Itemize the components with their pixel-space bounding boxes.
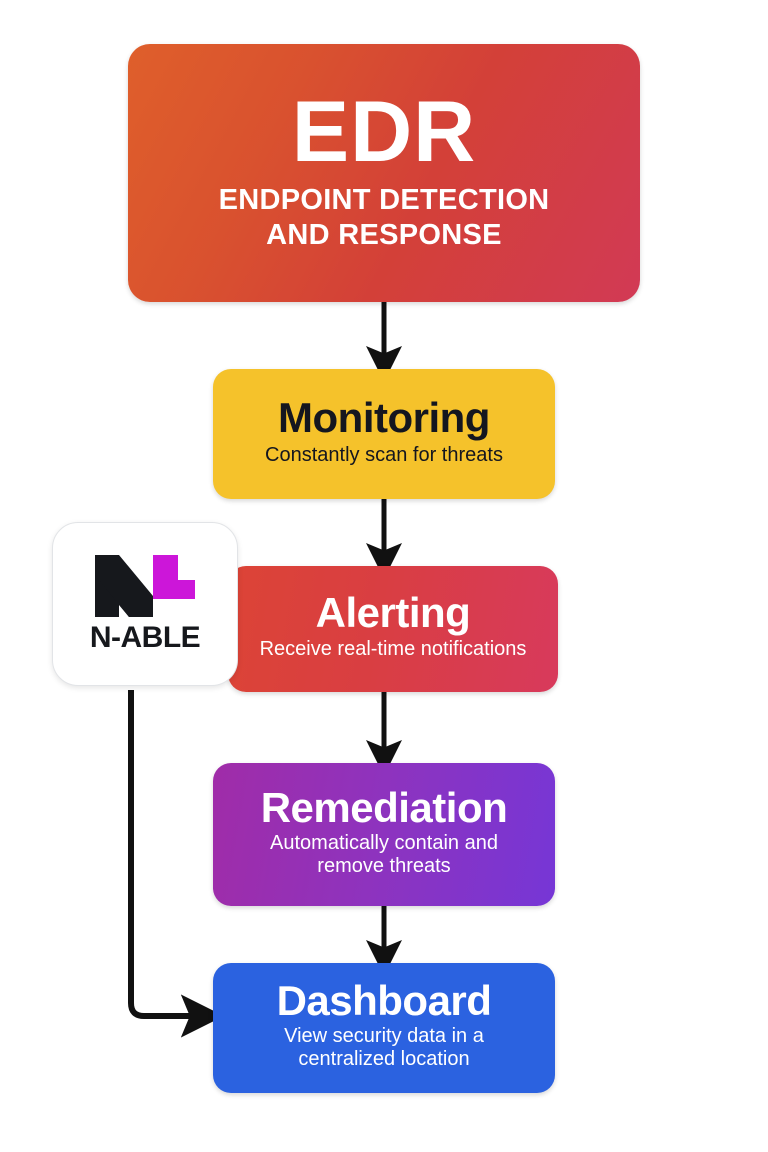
dashboard-subtitle-line-1: View security data in a (284, 1025, 484, 1048)
node-alerting[interactable]: Alerting Receive real-time notifications (228, 566, 558, 692)
dashboard-title: Dashboard (276, 977, 492, 1025)
node-dashboard[interactable]: Dashboard View security data in a centra… (213, 963, 555, 1093)
brand-card-n-able[interactable]: N-ABLE (52, 522, 238, 686)
logo-accent-foot (153, 580, 195, 599)
remediation-title: Remediation (260, 783, 508, 831)
remediation-subtitle-line-1: Automatically contain and (270, 831, 498, 854)
n-able-wordmark: N-ABLE (89, 621, 201, 654)
remediation-subtitle-line-2: remove threats (317, 854, 451, 877)
monitoring-title: Monitoring (278, 393, 490, 441)
alerting-subtitle: Receive real-time notifications (260, 638, 527, 661)
dashboard-subtitle: View security data in a centralized loca… (284, 1025, 484, 1071)
connector-brand-to-dashboard (128, 690, 224, 1038)
edr-expansion-line-1: ENDPOINT DETECTION (218, 184, 550, 217)
node-remediation[interactable]: Remediation Automatically contain and re… (213, 763, 555, 906)
monitoring-subtitle: Constantly scan for threats (265, 444, 503, 467)
edr-expansion-line-2: AND RESPONSE (266, 218, 502, 251)
edr-expansion: ENDPOINT DETECTION AND RESPONSE (219, 183, 550, 253)
node-monitoring[interactable]: Monitoring Constantly scan for threats (213, 369, 555, 499)
alerting-subtitle-line-1: Receive real-time notifications (259, 638, 527, 661)
logo-n-diagonal (95, 555, 153, 617)
edr-acronym: EDR (291, 84, 477, 181)
alerting-title: Alerting (315, 589, 471, 637)
monitoring-subtitle-line-1: Constantly scan for threats (265, 443, 503, 466)
dashboard-subtitle-line-2: centralized location (298, 1048, 470, 1071)
remediation-subtitle: Automatically contain and remove threats (270, 832, 498, 878)
node-edr[interactable]: EDR ENDPOINT DETECTION AND RESPONSE (128, 44, 640, 302)
n-able-logo-icon (95, 555, 195, 617)
